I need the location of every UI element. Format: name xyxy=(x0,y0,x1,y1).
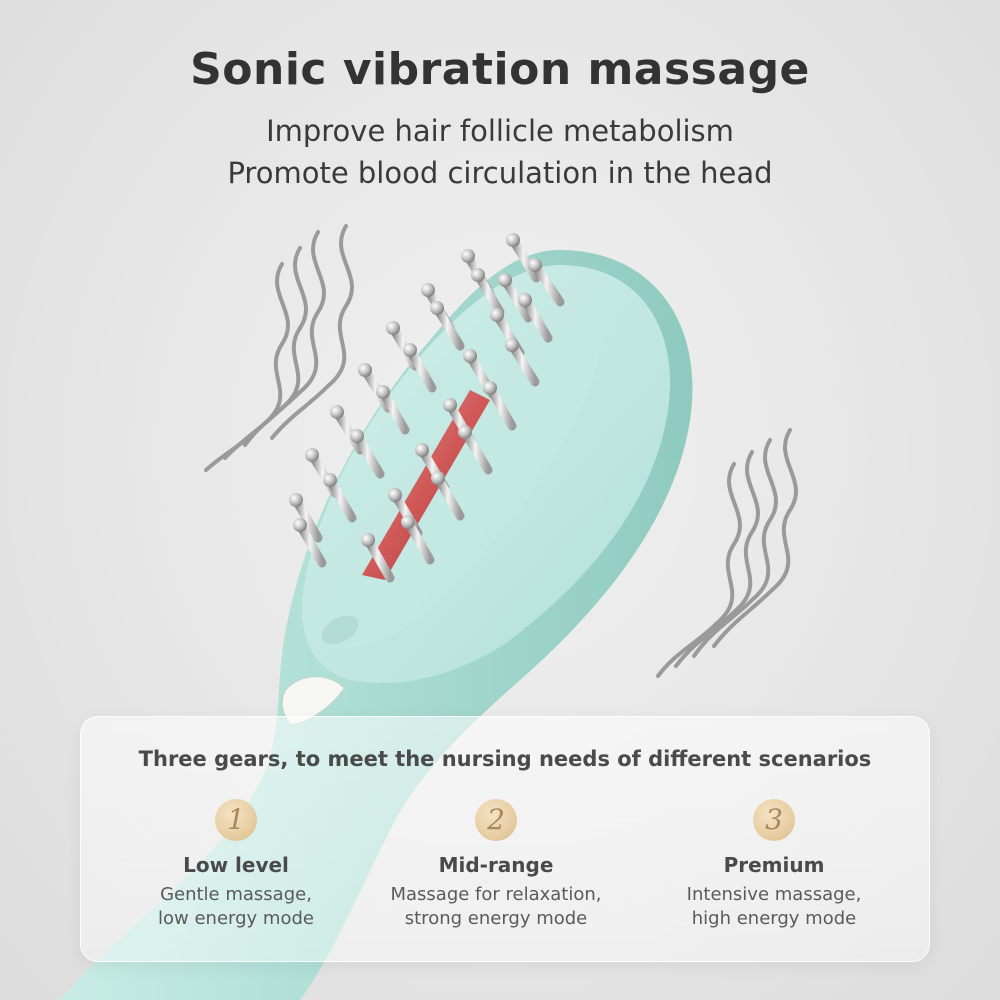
gear-name: Mid-range xyxy=(438,853,554,877)
gear-description-line-1: Intensive massage, xyxy=(686,884,862,905)
pin xyxy=(403,343,437,393)
red-light-strip xyxy=(362,390,490,580)
pin xyxy=(458,425,493,475)
gear-card-premium: 3 Premium Intensive massage, high energy… xyxy=(644,799,904,931)
pin xyxy=(506,233,541,283)
pin xyxy=(498,273,533,323)
gear-description-line-2: strong energy mode xyxy=(404,908,588,929)
vibration-wave-icon xyxy=(656,428,798,678)
gear-description: Gentle massage, low energy mode xyxy=(106,883,366,931)
gear-card-mid: 2 Mid-range Massage for relaxation, stro… xyxy=(366,799,626,931)
page-title: Sonic vibration massage xyxy=(190,44,810,95)
gear-description-line-2: low energy mode xyxy=(158,908,314,929)
gear-name: Premium xyxy=(723,853,825,877)
panel-title: Three gears, to meet the nursing needs o… xyxy=(138,747,872,771)
gear-number: 1 xyxy=(227,803,245,836)
pin xyxy=(431,471,465,521)
pin xyxy=(293,518,327,568)
pin xyxy=(361,533,395,583)
gear-description: Intensive massage, high energy mode xyxy=(644,883,904,931)
pin xyxy=(376,385,410,435)
pin xyxy=(483,381,517,431)
gear-number-badge: 1 xyxy=(215,799,257,841)
massage-pins xyxy=(289,233,565,583)
gear-number: 2 xyxy=(487,803,505,836)
vibration-wave-icon xyxy=(204,224,354,472)
subtitle-line-2: Promote blood circulation in the head xyxy=(227,156,773,190)
pin xyxy=(505,338,540,387)
gear-card-low: 1 Low level Gentle massage, low energy m… xyxy=(106,799,366,931)
gear-name: Low level xyxy=(183,853,289,877)
pin xyxy=(330,405,365,455)
gear-number: 3 xyxy=(765,803,783,836)
gears-info-panel: Three gears, to meet the nursing needs o… xyxy=(80,716,930,962)
pin xyxy=(323,473,357,523)
pin xyxy=(471,268,505,317)
pin xyxy=(518,293,553,343)
pin xyxy=(289,493,323,543)
gear-description: Massage for relaxation, strong energy mo… xyxy=(366,883,626,931)
pin xyxy=(430,301,465,351)
pin xyxy=(350,429,385,479)
gear-number-badge: 3 xyxy=(753,799,795,841)
subtitle-line-1: Improve hair follicle metabolism xyxy=(266,114,734,148)
pin xyxy=(401,515,435,565)
gear-number-badge: 2 xyxy=(475,799,517,841)
pin xyxy=(528,258,565,307)
gear-description-line-2: high energy mode xyxy=(691,908,857,929)
gear-description-line-1: Massage for relaxation, xyxy=(390,884,602,905)
gear-description-line-1: Gentle massage, xyxy=(160,884,312,905)
